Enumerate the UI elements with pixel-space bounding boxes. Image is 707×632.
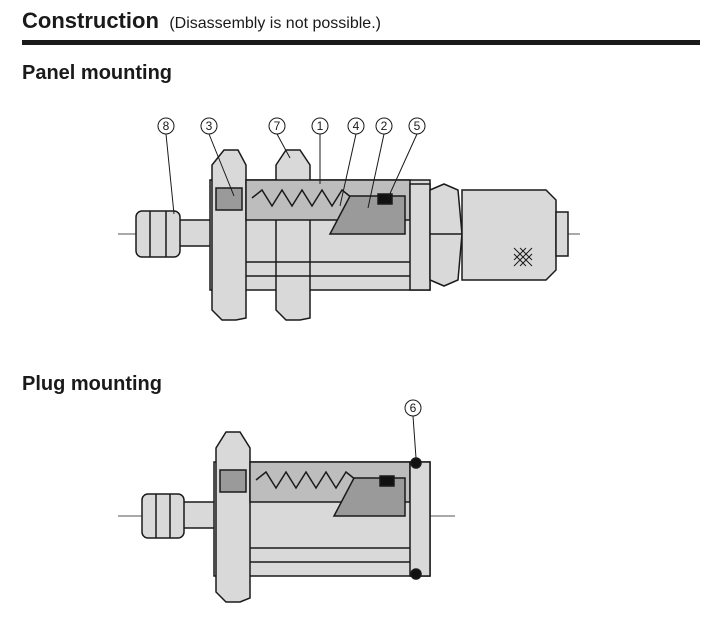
callout-6-label: 6 — [410, 401, 417, 415]
callout-8-label: 8 — [163, 119, 170, 133]
callout-6: 6 — [404, 399, 422, 459]
plug-mounting-title: Plug mounting — [22, 373, 162, 395]
callout-8: 8 — [157, 117, 175, 215]
spring — [251, 188, 353, 208]
callout-2-label: 2 — [381, 119, 388, 133]
plug-flange — [215, 431, 251, 603]
panel-callouts: 8 3 7 1 4 2 5 — [157, 117, 426, 215]
piston — [328, 195, 406, 235]
callout-4: 4 — [339, 117, 365, 207]
stopper-2 — [219, 469, 247, 493]
callout-5: 5 — [387, 117, 426, 199]
title-rule — [22, 40, 700, 45]
page-title: Construction — [22, 8, 159, 33]
o-ring-bottom — [410, 568, 422, 580]
knurled-plug — [461, 189, 557, 281]
plug-tip — [555, 211, 569, 257]
end-plug — [409, 461, 431, 577]
panel-mounting-drawing — [118, 149, 580, 321]
rod — [177, 219, 213, 247]
header: Construction (Disassembly is not possibl… — [22, 8, 700, 34]
callout-1-label: 1 — [317, 119, 324, 133]
plug-callouts: 6 — [404, 399, 422, 459]
seal — [377, 193, 393, 205]
callout-7-label: 7 — [274, 119, 281, 133]
knurl-pattern — [513, 247, 533, 267]
callout-5-label: 5 — [414, 119, 421, 133]
callout-4-label: 4 — [353, 119, 360, 133]
callout-7: 7 — [268, 117, 291, 159]
callout-3-label: 3 — [206, 119, 213, 133]
panel-nut-2 — [275, 149, 311, 321]
spring-2 — [255, 470, 357, 490]
rod-2 — [181, 501, 217, 529]
o-ring-top — [410, 457, 422, 469]
lock-nut-2 — [141, 493, 185, 539]
stopper — [215, 187, 243, 211]
panel-nut — [211, 149, 247, 321]
hex-fitting — [429, 183, 463, 287]
callout-1: 1 — [311, 117, 329, 184]
piston-2 — [332, 477, 406, 517]
seal-2 — [379, 475, 395, 487]
lock-nut — [135, 210, 181, 258]
callout-2: 2 — [367, 117, 393, 209]
panel-mounting-title: Panel mounting — [22, 62, 172, 84]
plug-mounting-drawing — [118, 431, 455, 603]
callout-3: 3 — [200, 117, 235, 197]
page-note: (Disassembly is not possible.) — [169, 15, 381, 32]
